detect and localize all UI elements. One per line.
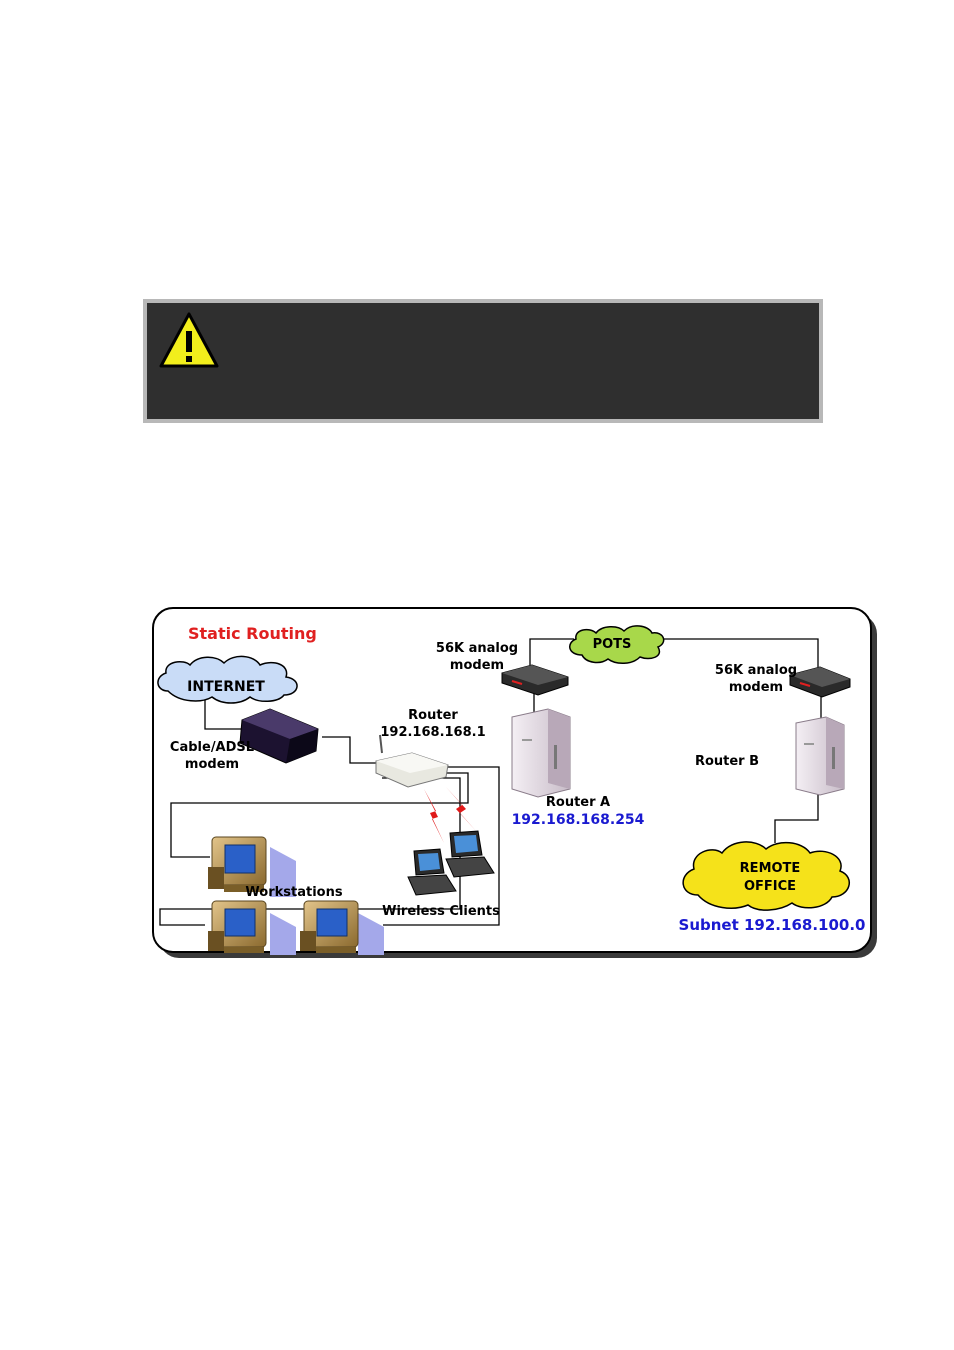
workstation-icon <box>208 836 296 897</box>
cable-modem-label: modem <box>185 757 239 772</box>
router-b-label: Router B <box>695 754 759 769</box>
router-a-icon <box>511 708 571 798</box>
workstations-label: Workstations <box>245 885 342 900</box>
wireless-router-icon <box>375 734 449 788</box>
analog-modem-a-label: 56K analog <box>436 641 518 656</box>
analog-modem-b-icon <box>789 666 851 698</box>
workstation-icon <box>300 900 384 955</box>
router-label: Router <box>408 708 458 723</box>
subnet-label: Subnet 192.168.100.0 <box>679 916 866 934</box>
internet-label: INTERNET <box>187 679 265 695</box>
router-a-label: Router A <box>546 795 610 810</box>
remote-office-cloud <box>682 841 850 911</box>
analog-modem-b-label: modem <box>729 680 783 695</box>
cable-modem-label: Cable/ADSL <box>170 740 254 755</box>
analog-modem-a-label: modem <box>450 658 504 673</box>
workstation-icon <box>208 900 296 955</box>
laptop-icon <box>445 830 495 878</box>
cable-modem-icon <box>239 708 319 764</box>
laptop-icon <box>407 848 457 896</box>
wireless-clients-label: Wireless Clients <box>382 904 500 919</box>
internet-cloud <box>157 655 298 704</box>
static-routing-diagram: Static Routing INTERNET POTS REMOTE OFFI… <box>150 605 880 961</box>
caution-box <box>143 299 823 423</box>
warning-icon <box>159 312 219 368</box>
pots-cloud <box>569 625 665 664</box>
remote-office-label: OFFICE <box>744 879 796 894</box>
wireless-signal-icon <box>424 787 476 843</box>
analog-modem-a-icon <box>501 664 569 696</box>
remote-office-label: REMOTE <box>740 861 801 876</box>
analog-modem-b-label: 56K analog <box>715 663 797 678</box>
pots-label: POTS <box>593 637 632 652</box>
router-b-icon <box>795 716 845 796</box>
router-a-ip-label: 192.168.168.254 <box>512 812 645 828</box>
diagram-title: Static Routing <box>188 624 317 643</box>
router-ip-label: 192.168.168.1 <box>380 725 485 740</box>
